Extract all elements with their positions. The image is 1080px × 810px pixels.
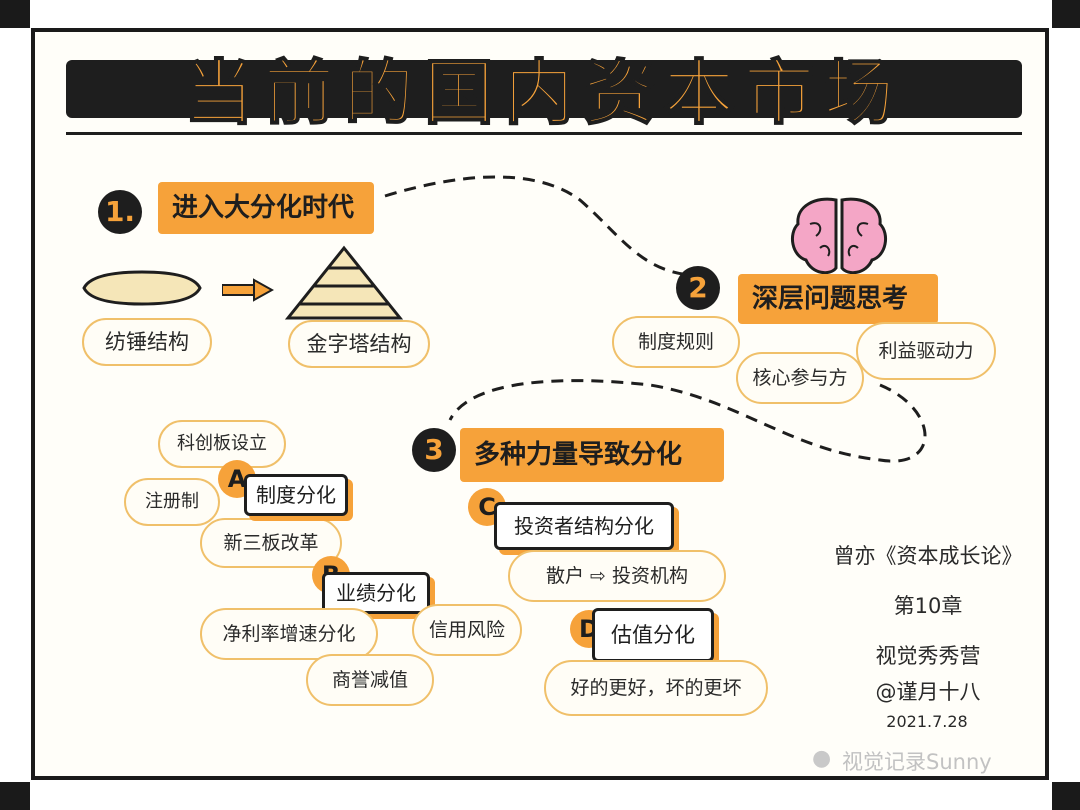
section2-number: 2 — [676, 266, 720, 310]
groupC-to: 投资机构 — [612, 565, 688, 587]
spindle-label: 纺锤结构 — [82, 318, 212, 366]
pyramid-label: 金字塔结构 — [288, 320, 430, 368]
watermark: ● 视觉记录Sunny — [812, 744, 1048, 774]
groupC-flow: 散户 ⇨ 投资机构 — [508, 550, 726, 602]
credit-line-4: @谨月十八 — [832, 676, 1024, 706]
groupC-box: 投资者结构分化 — [494, 502, 674, 550]
section1-number: 1. — [98, 190, 142, 234]
arrow-right-icon — [222, 278, 274, 302]
section2-item-1: 制度规则 — [612, 316, 740, 368]
wechat-icon: ● — [812, 746, 831, 771]
section2-heading: 深层问题思考 — [738, 274, 938, 324]
credit-date: 2021.7.28 — [852, 712, 1002, 731]
credit-line-3: 视觉秀秀营 — [832, 640, 1024, 670]
section2-item-2: 核心参与方 — [736, 352, 864, 404]
pyramid-shape — [284, 244, 404, 322]
credit-line-1: 曾亦《资本成长论》 — [832, 540, 1024, 570]
credit-line-2: 第10章 — [832, 590, 1024, 620]
section1-heading: 进入大分化时代 — [158, 182, 374, 234]
groupA-box: 制度分化 — [244, 474, 348, 516]
section3-number: 3 — [412, 428, 456, 472]
groupB-item-3: 商誉减值 — [306, 654, 434, 706]
groupD-sub: 好的更好，坏的更坏 — [544, 660, 768, 716]
section2-item-3: 利益驱动力 — [856, 322, 996, 380]
brain-icon — [786, 194, 892, 280]
groupB-item-2: 信用风险 — [412, 604, 522, 656]
groupB-item-1: 净利率增速分化 — [200, 608, 378, 660]
watermark-text: 视觉记录Sunny — [842, 746, 992, 776]
groupC-from: 散户 — [546, 565, 584, 587]
section3-heading: 多种力量导致分化 — [460, 428, 724, 482]
groupA-item-2: 注册制 — [124, 478, 220, 526]
groupD-box: 估值分化 — [592, 608, 714, 662]
spindle-shape — [80, 268, 204, 308]
groupA-item-1: 科创板设立 — [158, 420, 286, 468]
flow-arrow-icon: ⇨ — [590, 565, 612, 587]
